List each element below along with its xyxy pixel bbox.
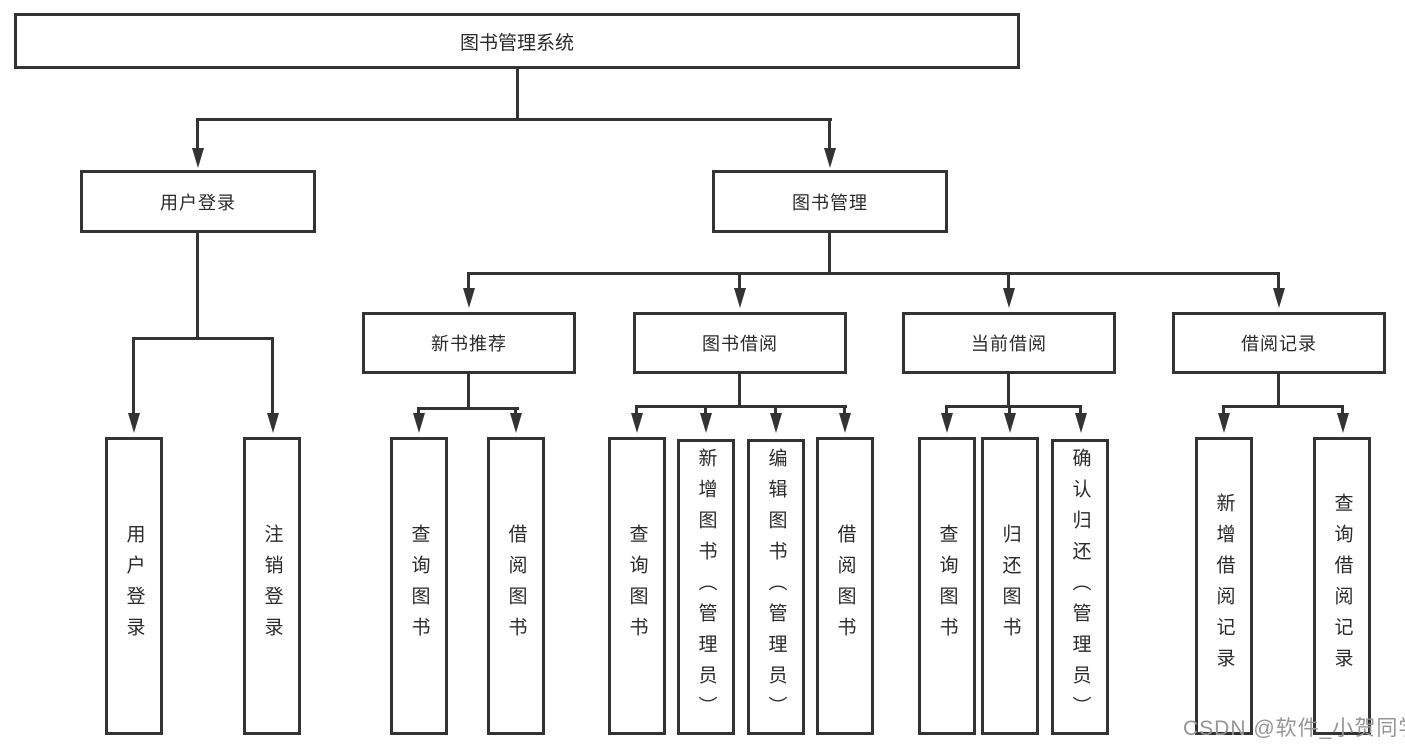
leaf-add-borrow-record: 新增借阅记录 — [1195, 437, 1253, 735]
leaf-user-login-label: 用户登录 — [123, 524, 145, 648]
leaf-query-books-recommend-label: 查询图书 — [408, 524, 430, 648]
arrow-down-icon — [770, 413, 782, 433]
leaf-add-borrow-record-label: 新增借阅记录 — [1213, 493, 1235, 679]
arrow-down-icon — [267, 413, 279, 433]
leaf-add-books-admin: 新增图书（管理员） — [677, 439, 735, 735]
node-user-login: 用户登录 — [80, 170, 316, 233]
leaf-confirm-return-admin: 确认归还（管理员） — [1051, 439, 1109, 735]
node-book-borrowing: 图书借阅 — [633, 312, 847, 374]
node-current-borrowing: 当前借阅 — [902, 312, 1116, 374]
arrow-down-icon — [413, 413, 425, 433]
connector-line — [774, 405, 777, 417]
connector-line — [945, 405, 1082, 408]
connector-line — [843, 405, 846, 417]
connector-line — [828, 233, 831, 275]
arrow-down-icon — [631, 413, 643, 433]
connector-line — [196, 233, 199, 340]
connector-line — [1007, 272, 1010, 290]
connector-line — [1008, 405, 1011, 417]
node-new-book-recommend: 新书推荐 — [362, 312, 576, 374]
connector-line — [467, 272, 470, 290]
connector-line — [467, 272, 1280, 275]
arrow-down-icon — [1003, 288, 1015, 308]
leaf-query-books-borrow-label: 查询图书 — [626, 524, 648, 648]
connector-line — [1341, 405, 1344, 417]
connector-line — [1277, 272, 1280, 290]
connector-line — [1007, 374, 1010, 407]
arrow-down-icon — [192, 148, 204, 168]
node-book-management: 图书管理 — [712, 170, 948, 233]
connector-line — [1079, 405, 1082, 417]
connector-line — [1222, 405, 1225, 417]
connector-line — [945, 405, 948, 417]
leaf-query-books-borrow: 查询图书 — [608, 437, 666, 735]
arrow-down-icon — [1075, 413, 1087, 433]
arrow-down-icon — [510, 413, 522, 433]
connector-line — [417, 407, 420, 417]
connector-line — [635, 405, 847, 408]
leaf-logout-label: 注销登录 — [261, 524, 283, 648]
leaf-edit-books-admin: 编辑图书（管理员） — [747, 439, 805, 735]
arrow-down-icon — [1273, 288, 1285, 308]
connector-line — [635, 405, 638, 417]
leaf-query-books-recommend: 查询图书 — [390, 437, 448, 735]
connector-line — [514, 407, 517, 417]
arrow-down-icon — [839, 413, 851, 433]
arrow-down-icon — [1218, 413, 1230, 433]
arrow-down-icon — [1337, 413, 1349, 433]
connector-line — [132, 337, 135, 415]
arrow-down-icon — [1004, 413, 1016, 433]
arrow-down-icon — [824, 148, 836, 168]
node-book-management-label: 图书管理 — [792, 192, 868, 213]
connector-line — [738, 374, 741, 407]
connector-line — [516, 69, 519, 120]
leaf-query-books-current-label: 查询图书 — [936, 524, 958, 648]
leaf-add-books-admin-label: 新增图书（管理员） — [695, 447, 717, 727]
node-borrowing-records: 借阅记录 — [1172, 312, 1386, 374]
leaf-logout: 注销登录 — [243, 437, 301, 735]
arrow-down-icon — [700, 413, 712, 433]
node-root-label: 图书管理系统 — [459, 32, 574, 54]
connector-line — [828, 118, 831, 150]
leaf-borrow-books-recommend: 借阅图书 — [487, 437, 545, 735]
leaf-return-books-label: 归还图书 — [999, 524, 1021, 648]
connector-line — [271, 337, 274, 415]
connector-line — [467, 374, 470, 410]
node-root: 图书管理系统 — [14, 13, 1020, 69]
arrow-down-icon — [128, 413, 140, 433]
leaf-query-borrow-record-label: 查询借阅记录 — [1331, 493, 1353, 679]
connector-line — [1222, 405, 1344, 408]
leaf-confirm-return-admin-label: 确认归还（管理员） — [1069, 447, 1091, 727]
connector-line — [132, 337, 274, 340]
leaf-borrow-books-label: 借阅图书 — [834, 524, 856, 648]
node-borrowing-records-label: 借阅记录 — [1241, 334, 1317, 354]
leaf-borrow-books-recommend-label: 借阅图书 — [505, 524, 527, 648]
leaf-edit-books-admin-label: 编辑图书（管理员） — [765, 447, 787, 727]
connector-line — [196, 118, 199, 150]
leaf-borrow-books: 借阅图书 — [816, 437, 874, 735]
arrow-down-icon — [734, 288, 746, 308]
node-book-borrowing-label: 图书借阅 — [702, 334, 778, 354]
watermark-text: CSDN @软件_小贺同学 — [1183, 717, 1405, 740]
leaf-query-borrow-record: 查询借阅记录 — [1313, 437, 1371, 735]
leaf-return-books: 归还图书 — [981, 437, 1039, 735]
connector-line — [417, 407, 519, 410]
arrow-down-icon — [463, 288, 475, 308]
connector-line — [1277, 374, 1280, 407]
connector-line — [196, 118, 832, 121]
arrow-down-icon — [941, 413, 953, 433]
node-current-borrowing-label: 当前借阅 — [971, 334, 1047, 354]
node-new-book-recommend-label: 新书推荐 — [431, 334, 507, 354]
node-user-login-label: 用户登录 — [160, 192, 236, 213]
connector-line — [704, 405, 707, 417]
leaf-query-books-current: 查询图书 — [918, 437, 976, 735]
connector-line — [738, 272, 741, 290]
leaf-user-login: 用户登录 — [105, 437, 163, 735]
